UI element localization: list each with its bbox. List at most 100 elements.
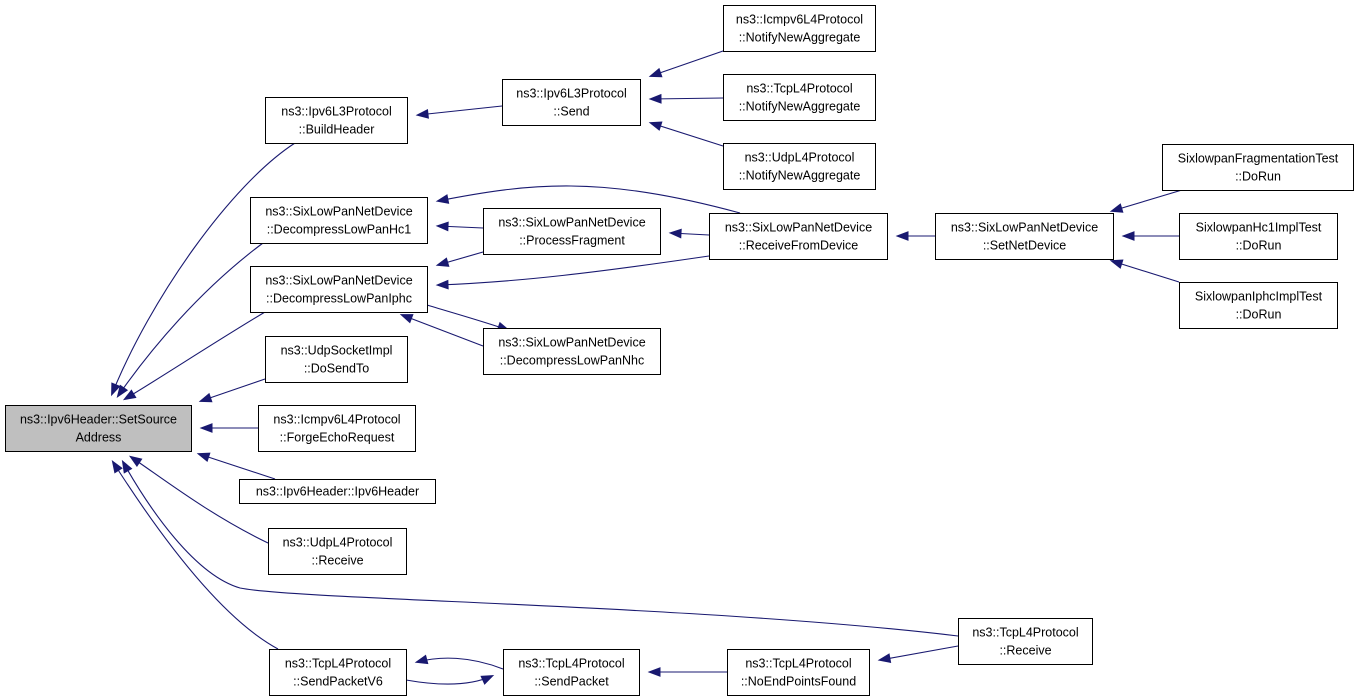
- arrowhead-dechc1-to-root: [116, 384, 129, 398]
- node-label-l3send-1: ::Send: [553, 105, 589, 119]
- node-ipv6hdr[interactable]: ns3::Ipv6Header::Ipv6Header: [239, 479, 436, 504]
- arrowhead-fragtest-to-setnetdev: [1109, 203, 1124, 213]
- node-box-hc1test[interactable]: [1179, 213, 1338, 260]
- arrowhead-udprecv-to-root: [129, 455, 143, 467]
- node-label-root-1: Address: [76, 431, 122, 445]
- edge-udprecv-to-root: [130, 456, 269, 544]
- node-forgeecho[interactable]: ns3::Icmpv6L4Protocol::ForgeEchoRequest: [258, 405, 416, 452]
- node-label-decnhc-0: ns3::SixLowPanNetDevice: [498, 336, 645, 350]
- node-buildheader[interactable]: ns3::Ipv6L3Protocol::BuildHeader: [265, 97, 408, 144]
- node-udpsock[interactable]: ns3::UdpSocketImpl::DoSendTo: [265, 336, 408, 383]
- node-tcprecv[interactable]: ns3::TcpL4Protocol::Receive: [958, 618, 1093, 665]
- node-label-buildheader-1: ::BuildHeader: [299, 123, 375, 137]
- node-decnhc[interactable]: ns3::SixLowPanNetDevice::DecompressLowPa…: [483, 328, 661, 375]
- arrowhead-tcprecv-to-noend: [877, 653, 892, 663]
- node-label-recvdev-0: ns3::SixLowPanNetDevice: [725, 221, 872, 235]
- node-icmpagg[interactable]: ns3::Icmpv6L4Protocol::NotifyNewAggregat…: [723, 5, 876, 52]
- node-label-fragtest-0: SixlowpanFragmentationTest: [1178, 152, 1339, 166]
- node-box-udpsock[interactable]: [265, 336, 408, 383]
- node-label-dechc1-1: ::DecompressLowPanHc1: [267, 223, 412, 237]
- node-box-buildheader[interactable]: [265, 97, 408, 144]
- node-label-udpsock-0: ns3::UdpSocketImpl: [281, 344, 393, 358]
- arrowhead-l3send-to-buildheader: [415, 108, 429, 119]
- arrowhead-tcprecv-to-root: [121, 459, 133, 474]
- node-l3send[interactable]: ns3::Ipv6L3Protocol::Send: [502, 79, 641, 126]
- node-label-noend-1: ::NoEndPointsFound: [741, 675, 856, 689]
- node-box-dechc1[interactable]: [250, 197, 428, 244]
- node-label-ipv6hdr-0: ns3::Ipv6Header::Ipv6Header: [256, 485, 419, 499]
- node-hc1test[interactable]: SixlowpanHc1ImplTest::DoRun: [1179, 213, 1338, 260]
- node-box-tcprecv[interactable]: [958, 618, 1093, 665]
- arrowhead-recvdev-to-deciphc: [435, 279, 449, 290]
- node-box-iphctest[interactable]: [1179, 282, 1338, 329]
- node-procfrag[interactable]: ns3::SixLowPanNetDevice::ProcessFragment: [483, 208, 661, 255]
- node-box-tcpagg[interactable]: [723, 74, 876, 121]
- arrowhead-deciphc-to-root: [122, 389, 137, 401]
- arrowhead-icmpagg-to-l3send: [648, 67, 663, 78]
- node-box-noend[interactable]: [727, 649, 870, 696]
- node-label-setnetdev-1: ::SetNetDevice: [983, 239, 1066, 253]
- node-label-dechc1-0: ns3::SixLowPanNetDevice: [265, 205, 412, 219]
- edge-recvdev-to-deciphc: [437, 255, 710, 286]
- node-box-sendv6[interactable]: [269, 649, 407, 696]
- node-box-deciphc[interactable]: [250, 266, 428, 313]
- node-label-noend-0: ns3::TcpL4Protocol: [745, 657, 851, 671]
- arrowhead-udpsock-to-root: [198, 392, 213, 403]
- node-label-sendpkt-0: ns3::TcpL4Protocol: [518, 657, 624, 671]
- arrowhead-sendv6-to-root: [111, 459, 123, 474]
- node-deciphc[interactable]: ns3::SixLowPanNetDevice::DecompressLowPa…: [250, 266, 428, 313]
- node-setnetdev[interactable]: ns3::SixLowPanNetDevice::SetNetDevice: [935, 213, 1114, 260]
- node-box-l3send[interactable]: [502, 79, 641, 126]
- node-box-icmpagg[interactable]: [723, 5, 876, 52]
- node-noend[interactable]: ns3::TcpL4Protocol::NoEndPointsFound: [727, 649, 870, 696]
- arrowhead-ipv6hdr-to-root: [196, 452, 211, 462]
- node-box-udprecv[interactable]: [268, 528, 407, 575]
- arrowhead-noend-to-sendpkt: [647, 667, 661, 677]
- arrowhead-udpagg-to-l3send: [648, 121, 663, 131]
- arrowhead-procfrag-to-deciphc: [435, 257, 450, 267]
- node-label-deciphc-1: ::DecompressLowPanIphc: [266, 292, 412, 306]
- node-udpagg[interactable]: ns3::UdpL4Protocol::NotifyNewAggregate: [723, 143, 876, 190]
- node-label-tcpagg-1: ::NotifyNewAggregate: [739, 100, 861, 114]
- arrowhead-decnhc-to-deciphc: [399, 314, 414, 324]
- node-label-sendv6-0: ns3::TcpL4Protocol: [285, 657, 391, 671]
- node-label-deciphc-0: ns3::SixLowPanNetDevice: [265, 274, 412, 288]
- node-label-tcprecv-0: ns3::TcpL4Protocol: [972, 626, 1078, 640]
- node-udprecv[interactable]: ns3::UdpL4Protocol::Receive: [268, 528, 407, 575]
- arrowhead-recvdev-to-procfrag: [668, 228, 682, 239]
- arrowhead-procfrag-to-dechc1: [435, 221, 449, 232]
- node-label-sendpkt-1: ::SendPacket: [534, 675, 609, 689]
- node-tcpagg[interactable]: ns3::TcpL4Protocol::NotifyNewAggregate: [723, 74, 876, 121]
- node-box-udpagg[interactable]: [723, 143, 876, 190]
- arrowhead-sendpkt-to-sendv6: [414, 654, 429, 665]
- node-box-fragtest[interactable]: [1162, 144, 1354, 191]
- node-box-decnhc[interactable]: [483, 328, 661, 375]
- node-box-forgeecho[interactable]: [258, 405, 416, 452]
- edge-fragtest-to-setnetdev: [1111, 189, 1183, 212]
- node-box-ipv6hdr[interactable]: [239, 479, 436, 504]
- node-label-decnhc-1: ::DecompressLowPanNhc: [500, 354, 645, 368]
- node-label-icmpagg-1: ::NotifyNewAggregate: [739, 31, 861, 45]
- node-label-procfrag-0: ns3::SixLowPanNetDevice: [498, 216, 645, 230]
- node-sendv6[interactable]: ns3::TcpL4Protocol::SendPacketV6: [269, 649, 407, 696]
- node-box-root: [5, 405, 192, 452]
- node-label-udpsock-1: ::DoSendTo: [304, 362, 369, 376]
- node-label-root-0: ns3::Ipv6Header::SetSource: [20, 413, 177, 427]
- node-box-recvdev[interactable]: [709, 213, 888, 260]
- node-sendpkt[interactable]: ns3::TcpL4Protocol::SendPacket: [503, 649, 640, 696]
- arrowhead-tcpagg-to-l3send: [648, 93, 662, 104]
- node-recvdev[interactable]: ns3::SixLowPanNetDevice::ReceiveFromDevi…: [709, 213, 888, 260]
- node-fragtest[interactable]: SixlowpanFragmentationTest::DoRun: [1162, 144, 1354, 191]
- node-label-procfrag-1: ::ProcessFragment: [519, 234, 625, 248]
- node-label-udpagg-1: ::NotifyNewAggregate: [739, 169, 861, 183]
- node-label-forgeecho-0: ns3::Icmpv6L4Protocol: [273, 413, 400, 427]
- node-iphctest[interactable]: SixlowpanIphcImplTest::DoRun: [1179, 282, 1338, 329]
- node-box-procfrag[interactable]: [483, 208, 661, 255]
- node-box-sendpkt[interactable]: [503, 649, 640, 696]
- node-box-setnetdev[interactable]: [935, 213, 1114, 260]
- edge-sendv6-to-sendpkt: [405, 675, 493, 685]
- node-label-sendv6-1: ::SendPacketV6: [293, 675, 383, 689]
- node-dechc1[interactable]: ns3::SixLowPanNetDevice::DecompressLowPa…: [250, 197, 428, 244]
- node-label-udprecv-0: ns3::UdpL4Protocol: [283, 536, 393, 550]
